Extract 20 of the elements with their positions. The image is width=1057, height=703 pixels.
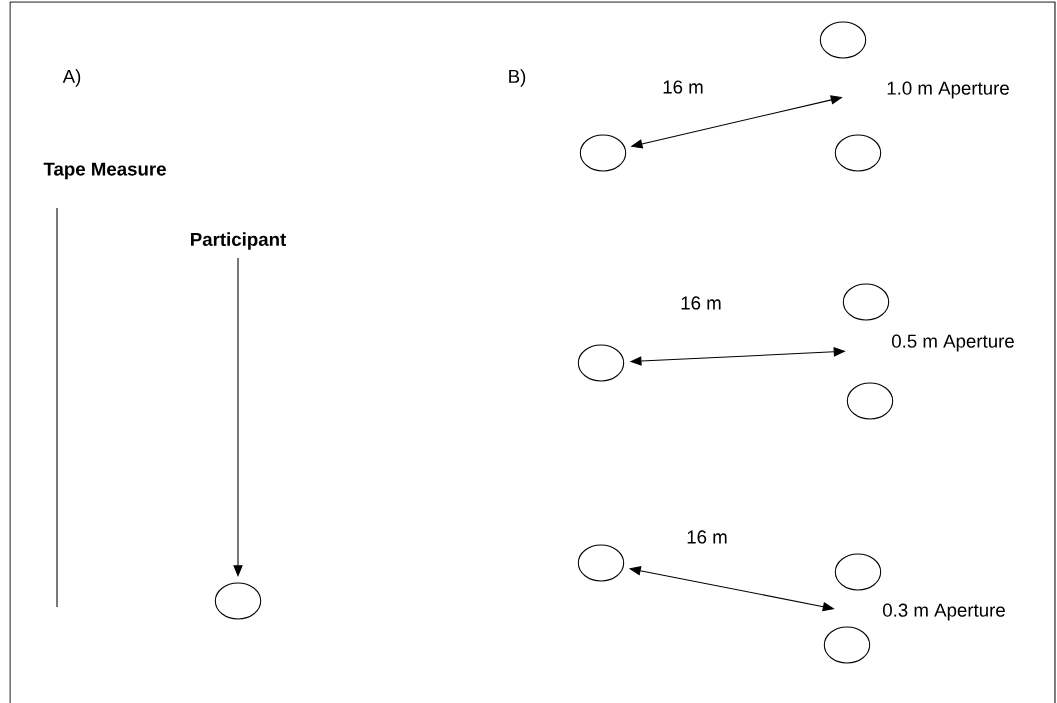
label-text: Tape Measure xyxy=(43,162,166,180)
cone-marker xyxy=(579,134,627,172)
distance-label: 16 m xyxy=(660,79,706,95)
label-text: 0.5 m Aperture xyxy=(892,334,1014,352)
label-text: 0.3 m Aperture xyxy=(883,603,1005,621)
distance-label: 16 m xyxy=(678,295,724,311)
cone-marker xyxy=(577,544,625,582)
cone-marker xyxy=(823,626,871,664)
cone-marker xyxy=(214,582,262,620)
cone-marker xyxy=(834,553,882,591)
label-text: 1.0 m Aperture xyxy=(887,81,1009,99)
label-text: A) xyxy=(62,69,81,87)
cone-marker xyxy=(842,283,890,321)
cone-marker xyxy=(577,344,625,382)
cone-marker xyxy=(846,382,894,420)
cone-marker xyxy=(834,134,882,172)
cone-marker xyxy=(819,21,867,59)
label-text: B) xyxy=(509,69,526,87)
participant-label: Participant xyxy=(191,232,286,250)
distance-label: 16 m xyxy=(684,529,730,545)
